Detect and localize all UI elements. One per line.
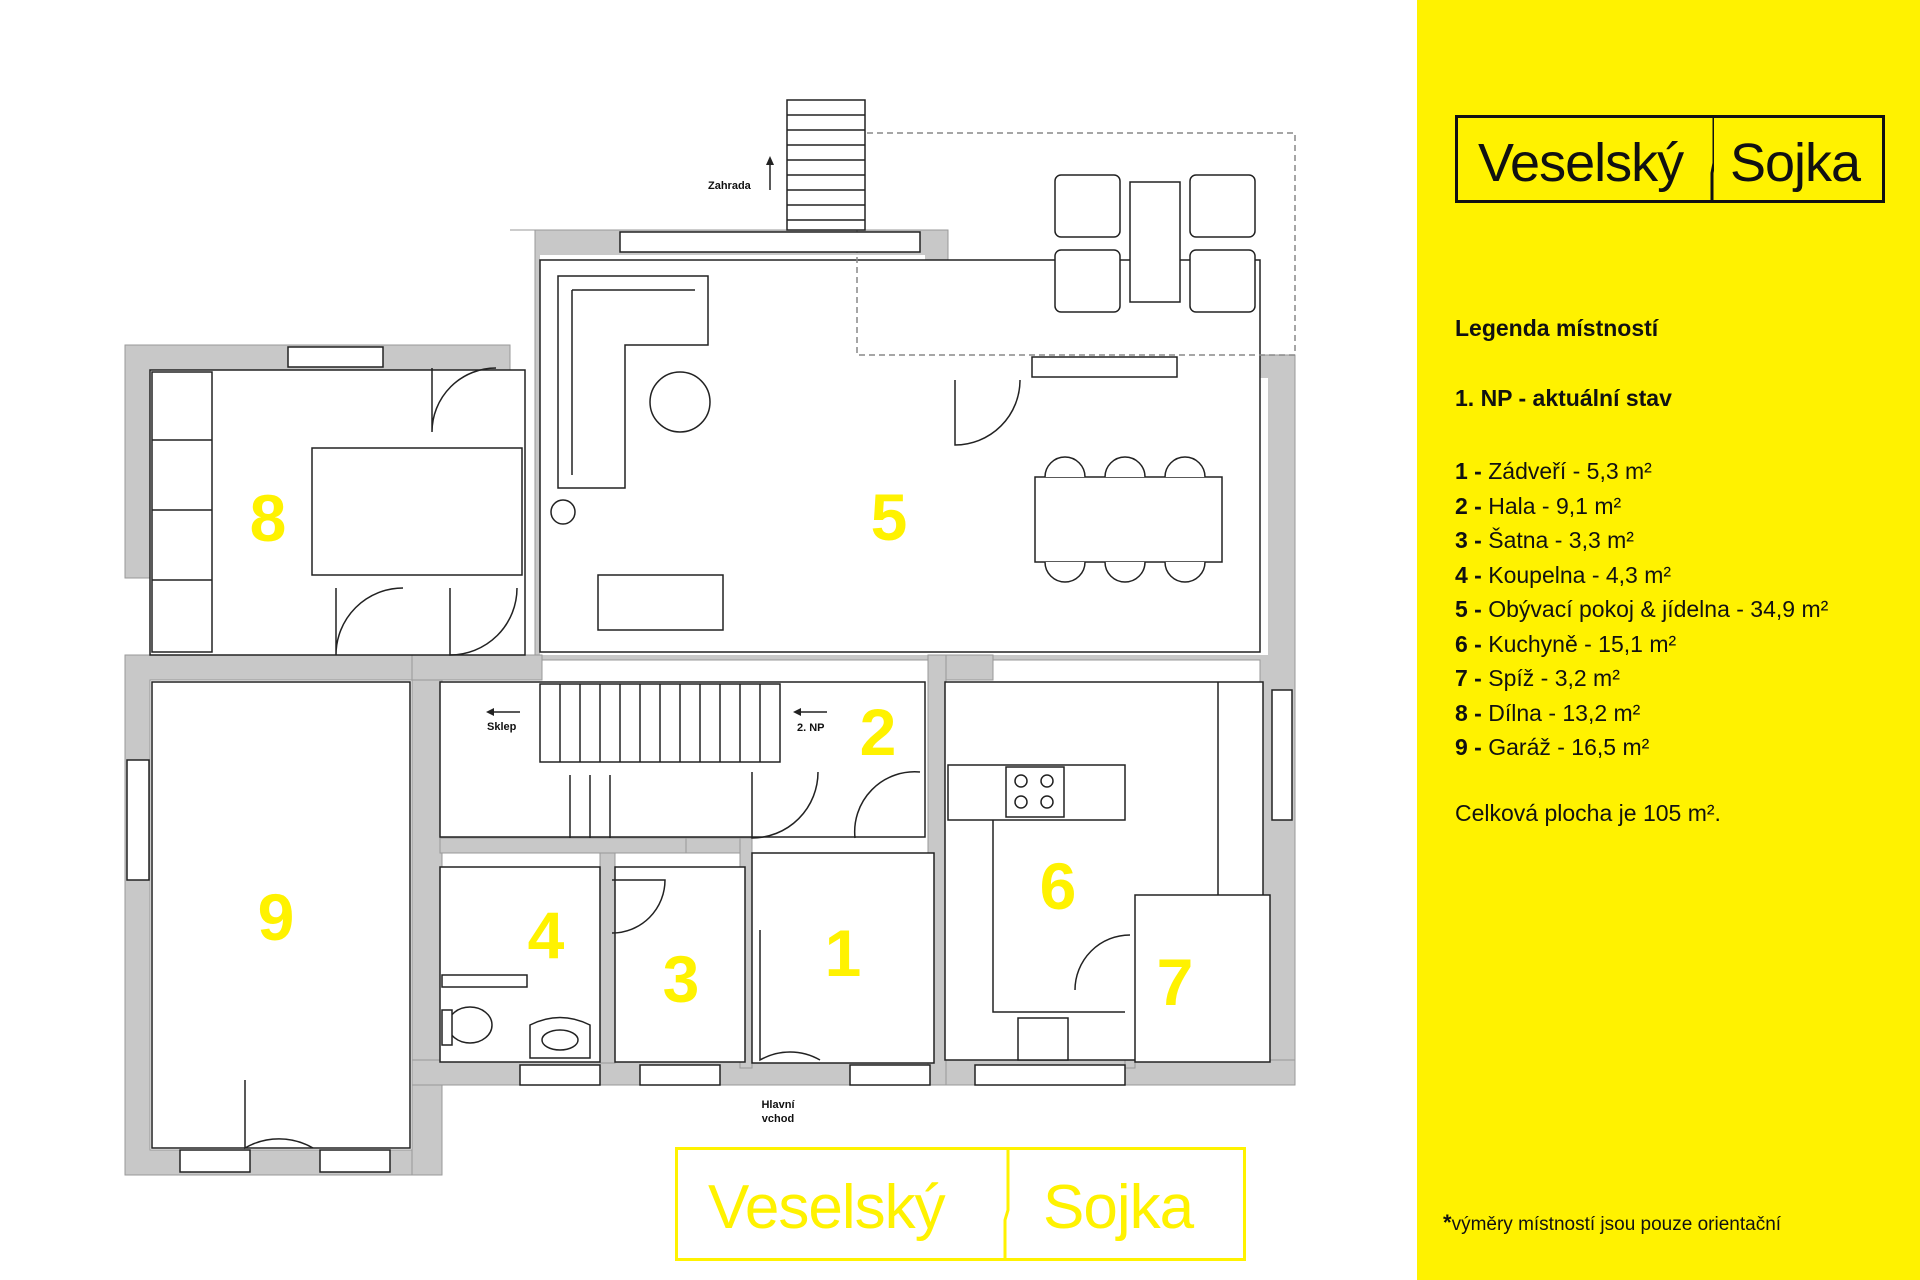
legend-note: *výměry místností jsou pouze orientační	[1443, 1210, 1782, 1235]
living-furniture	[550, 275, 1223, 631]
room-number-6: 6	[1040, 849, 1077, 923]
room-number-2: 2	[860, 695, 897, 769]
room-number-5: 5	[871, 480, 908, 554]
label-second-floor: 2. NP	[797, 722, 825, 734]
legend-item: 1 - Zádveří - 5,3 m²	[1455, 458, 1652, 484]
room-number-9: 9	[258, 880, 295, 954]
room-number-1: 1	[825, 916, 862, 990]
legend-title: Legenda místností	[1455, 315, 1659, 341]
legend-item: 3 - Šatna - 3,3 m²	[1455, 527, 1634, 553]
legend-item: 6 - Kuchyně - 15,1 m²	[1455, 630, 1677, 657]
legend-item: 4 - Koupelna - 4,3 m²	[1455, 561, 1672, 588]
workshop-furniture	[151, 371, 523, 653]
label-entrance-1: Hlavní	[761, 1099, 795, 1111]
logo-bottom-divider	[1003, 1150, 1010, 1260]
room-number-8: 8	[250, 481, 287, 555]
bathroom-fixtures	[441, 974, 591, 1059]
legend-item: 5 - Obývací pokoj & jídelna - 34,9 m²	[1455, 596, 1829, 622]
legend-item: 9 - Garáž - 16,5 m²	[1455, 734, 1650, 760]
floor-plan: Zahrada	[124, 99, 1296, 1176]
label-entrance-2: vchod	[762, 1113, 794, 1125]
terrace-furniture	[1054, 174, 1256, 313]
room-numbers: 1 2 3 4 5 6 7 8 9	[250, 480, 1194, 1019]
logo-top-right: Sojka	[1730, 133, 1861, 193]
label-garden: Zahrada	[708, 180, 752, 192]
logo-bottom-right: Sojka	[1043, 1173, 1194, 1242]
legend-list: 1 - Zádveří - 5,3 m² 2 - Hala - 9,1 m² 3…	[1455, 454, 1828, 765]
legend-sidebar	[1417, 0, 1920, 1280]
logo-bottom: Veselský Sojka	[675, 1147, 1246, 1261]
room-number-4: 4	[528, 898, 565, 972]
legend-item: 2 - Hala - 9,1 m²	[1455, 492, 1622, 519]
room-number-3: 3	[663, 942, 700, 1016]
garden-stairs	[786, 99, 866, 231]
legend-item: 7 - Spíž - 3,2 m²	[1455, 665, 1620, 691]
logo-top: Veselský Sojka	[1455, 115, 1885, 203]
hall-stairs	[539, 683, 781, 838]
kitchen-furniture	[947, 682, 1219, 1061]
logo-top-divider	[1710, 118, 1714, 200]
room-number-7: 7	[1157, 945, 1194, 1019]
label-basement: Sklep	[487, 721, 517, 733]
windows	[126, 231, 1293, 1173]
legend-total: Celková plocha je 105 m².	[1455, 800, 1721, 826]
legend-item: 8 - Dílna - 13,2 m²	[1455, 699, 1641, 726]
legend-floor: 1. NP - aktuální stav	[1455, 385, 1672, 411]
doors	[244, 367, 1131, 1150]
logo-bottom-left: Veselský	[708, 1173, 946, 1242]
logo-top-left: Veselský	[1478, 133, 1684, 193]
